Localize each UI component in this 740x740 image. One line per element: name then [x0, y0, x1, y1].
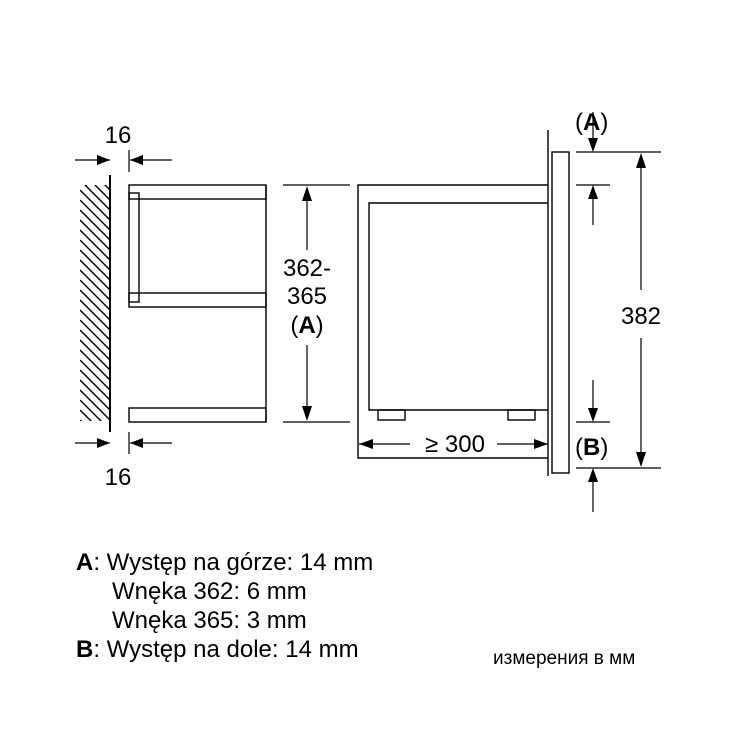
hatch-line — [80, 189, 110, 221]
hatch-line — [80, 269, 110, 301]
legend-row-b: B: Występ na dole: 14 mm — [76, 635, 373, 664]
cabinet-front-view — [128, 184, 267, 423]
marker-b: B — [583, 434, 600, 461]
legend-a-line2: Wnęka 362: 6 mm — [112, 578, 307, 605]
legend-key-a: A — [76, 549, 94, 576]
hatch-line — [80, 369, 110, 401]
hatch-line — [80, 209, 110, 241]
side-gap-top-label: 16 — [105, 122, 132, 149]
marker-a-dimension — [576, 112, 661, 225]
legend-b-line1: : Występ na dole: 14 mm — [93, 636, 359, 663]
hatch-line — [80, 329, 110, 361]
hatch-line — [80, 319, 110, 351]
marker-a-label: (A) — [575, 109, 608, 136]
hatch-line — [80, 409, 92, 421]
hatch-line — [80, 239, 110, 271]
marker-b-dimension — [576, 380, 661, 512]
hatch-line — [84, 185, 110, 211]
hatch-line — [80, 199, 110, 231]
side-gap-top-dimension — [75, 150, 172, 172]
hatch-line — [80, 349, 110, 381]
hatch-line — [80, 249, 110, 281]
niche-height-line2: 365 — [287, 283, 327, 310]
niche-height-key-label: (A) — [290, 312, 323, 339]
marker-a: A — [583, 109, 600, 136]
niche-height-key: A — [298, 312, 315, 339]
side-gap-bottom-dimension — [75, 432, 172, 454]
hatch-line — [80, 289, 110, 321]
hatch-line — [80, 359, 110, 391]
legend-a-line3: Wnęka 365: 3 mm — [112, 607, 307, 634]
hatch-line — [80, 419, 82, 421]
total-height-label: 382 — [621, 303, 661, 330]
niche-height-dimension — [283, 184, 350, 423]
hatch-line — [80, 219, 110, 251]
hatch-line — [80, 339, 110, 371]
hatch-line — [80, 150, 110, 180]
depth-dimension — [359, 439, 548, 449]
hatch-line — [80, 259, 110, 291]
marker-b-label: (B) — [575, 434, 608, 461]
hatch-line — [80, 229, 110, 261]
total-height-dimension — [636, 153, 646, 467]
hatch-line — [80, 299, 110, 331]
hatch-line — [80, 309, 110, 341]
niche-height-line1: 362- — [283, 255, 331, 282]
cabinet-side-view — [357, 130, 570, 476]
units-note: измерения в мм — [493, 648, 636, 669]
legend-key-b: B — [76, 636, 94, 663]
hatch-line — [94, 185, 110, 201]
legend: A: Występ na górze: 14 mm Wnęka 362: 6 m… — [76, 548, 373, 664]
hatch-line — [80, 430, 110, 460]
wall-hatching — [80, 150, 111, 460]
hatch-line — [80, 379, 110, 411]
depth-label: ≥ 300 — [425, 431, 485, 458]
legend-a-line1: : Występ na górze: 14 mm — [93, 549, 374, 576]
hatch-line — [80, 399, 102, 421]
hatch-line — [80, 279, 110, 311]
side-gap-bottom-label: 16 — [105, 464, 132, 491]
legend-row-a: A: Występ na górze: 14 mm — [76, 548, 373, 577]
hatch-line — [80, 389, 110, 421]
